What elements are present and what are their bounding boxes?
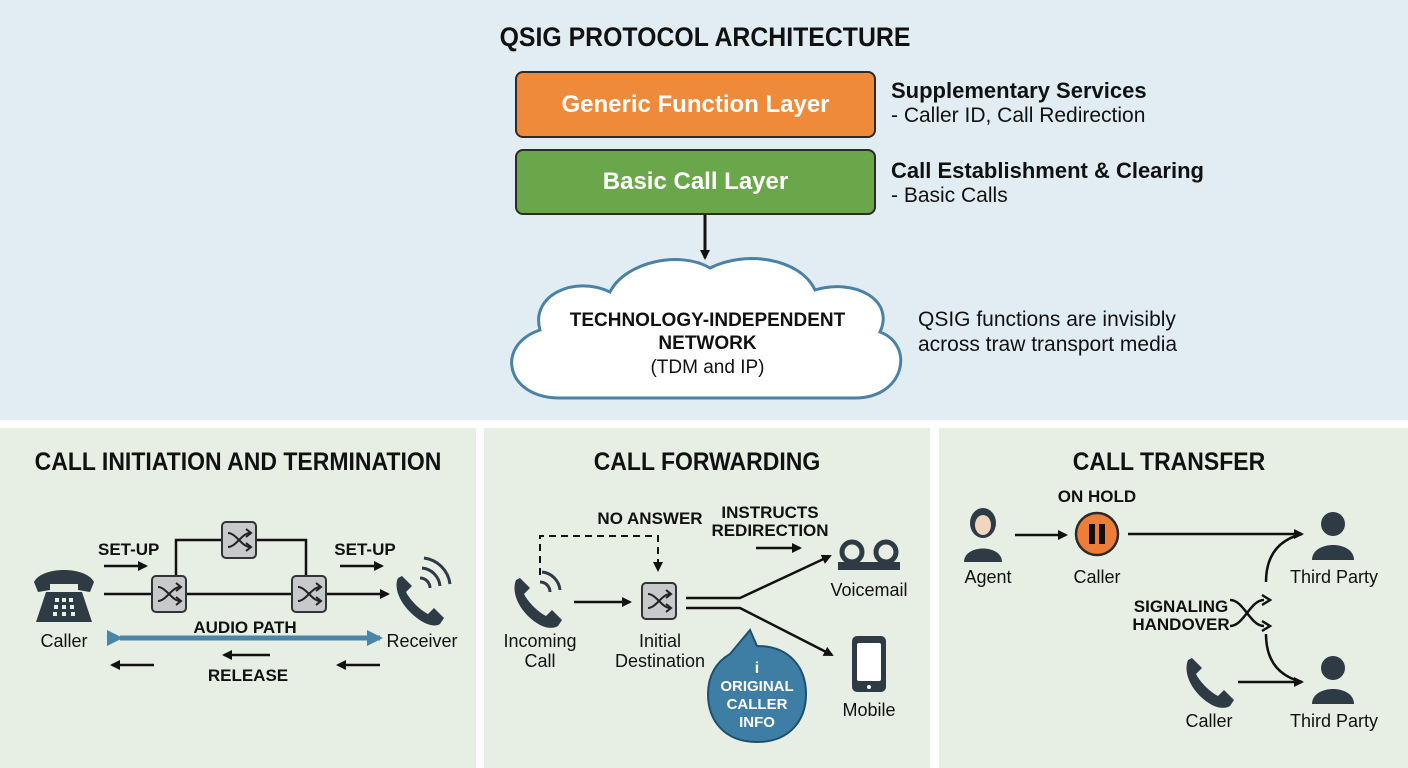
receiver-label: Receiver — [386, 631, 458, 651]
switch-node-right — [291, 575, 327, 613]
incoming-label-line1: Incoming — [503, 631, 577, 651]
supplementary-services-heading: Supplementary Services — [891, 78, 1147, 103]
network-cloud-icon — [510, 257, 903, 400]
signaling-label-line1: SIGNALING — [1133, 597, 1229, 616]
network-title-line1: TECHNOLOGY-INDEPENDENT — [569, 310, 846, 331]
redirect-to-mobile-line — [686, 606, 834, 657]
voicemail-label: Voicemail — [830, 580, 908, 600]
bubble-line2: CALLER — [726, 696, 788, 713]
bubble-line1: ORIGINAL — [720, 678, 794, 695]
no-answer-label: NO ANSWER — [597, 509, 703, 528]
third-party-bottom-label: Third Party — [1289, 711, 1379, 731]
network-note-line1: QSIG functions are invisibly — [918, 308, 1176, 331]
setup-label-right: SET-UP — [334, 540, 396, 559]
incoming-call-phone-icon — [514, 570, 562, 628]
network-title-line2: NETWORK — [658, 333, 757, 354]
call-initiation-title: CALL INITIATION AND TERMINATION — [34, 448, 442, 476]
info-icon: i — [754, 660, 760, 677]
caller-bottom-phone-icon — [1186, 658, 1234, 708]
call-transfer-panel — [939, 428, 1408, 768]
generic-function-layer-label: Generic Function Layer — [561, 90, 830, 118]
network-subtitle: (TDM and IP) — [650, 357, 765, 378]
third-party-top-label: Third Party — [1289, 567, 1379, 587]
redirect-to-voicemail-line — [686, 554, 832, 600]
generic-function-layer: Generic Function Layer — [515, 71, 876, 138]
audio-path-label: AUDIO PATH — [193, 618, 297, 637]
voicemail-icon — [838, 539, 900, 570]
call-transfer-title: CALL TRANSFER — [1072, 448, 1266, 476]
switch-node-left — [151, 575, 187, 613]
signaling-handover-icon — [1229, 598, 1265, 628]
desk-phone-icon — [34, 570, 94, 622]
switch-node-top — [221, 521, 257, 559]
release-label: RELEASE — [207, 666, 289, 685]
basic-call-layer-label: Basic Call Layer — [602, 168, 789, 195]
setup-label-left: SET-UP — [98, 540, 160, 559]
supplementary-services-text: - Caller ID, Call Redirection — [891, 104, 1146, 127]
architecture-title: QSIG PROTOCOL ARCHITECTURE — [499, 22, 911, 52]
caller-bottom-label: Caller — [1185, 711, 1233, 731]
original-caller-info-bubble — [706, 628, 808, 744]
call-establishment-text: - Basic Calls — [891, 184, 1008, 207]
third-party-bottom-icon — [1312, 656, 1354, 704]
on-hold-label: ON HOLD — [1057, 487, 1137, 506]
mobile-phone-icon — [852, 636, 886, 692]
initial-destination-line1: Initial — [638, 631, 682, 651]
agent-icon — [964, 508, 1002, 562]
no-answer-dashed-path — [539, 535, 663, 575]
hold-icon — [1074, 511, 1120, 557]
switch-node-destination — [641, 582, 677, 620]
network-note-line2: across traw transport media — [918, 333, 1178, 356]
instructs-label-line2: REDIRECTION — [711, 521, 829, 540]
bubble-line3: INFO — [739, 714, 775, 731]
basic-call-layer: Basic Call Layer — [515, 149, 876, 215]
call-forwarding-title: CALL FORWARDING — [593, 448, 821, 476]
caller-held-label: Caller — [1073, 567, 1121, 587]
signaling-label-line2: HANDOVER — [1132, 615, 1230, 634]
signaling-path-upper — [174, 538, 308, 576]
third-party-top-icon — [1312, 512, 1354, 560]
call-establishment-heading: Call Establishment & Clearing — [891, 158, 1204, 183]
mobile-label: Mobile — [842, 700, 896, 720]
caller-label: Caller — [40, 631, 88, 651]
incoming-label-line2: Call — [524, 651, 556, 671]
instructs-label-line1: INSTRUCTS — [721, 503, 819, 522]
agent-label: Agent — [964, 567, 1012, 587]
handover-curve-bottom — [1264, 633, 1303, 684]
handover-curve-top — [1264, 532, 1303, 583]
architecture-graphics — [510, 215, 903, 400]
receiver-phone-icon — [396, 556, 452, 626]
initial-destination-line2: Destination — [614, 651, 706, 671]
